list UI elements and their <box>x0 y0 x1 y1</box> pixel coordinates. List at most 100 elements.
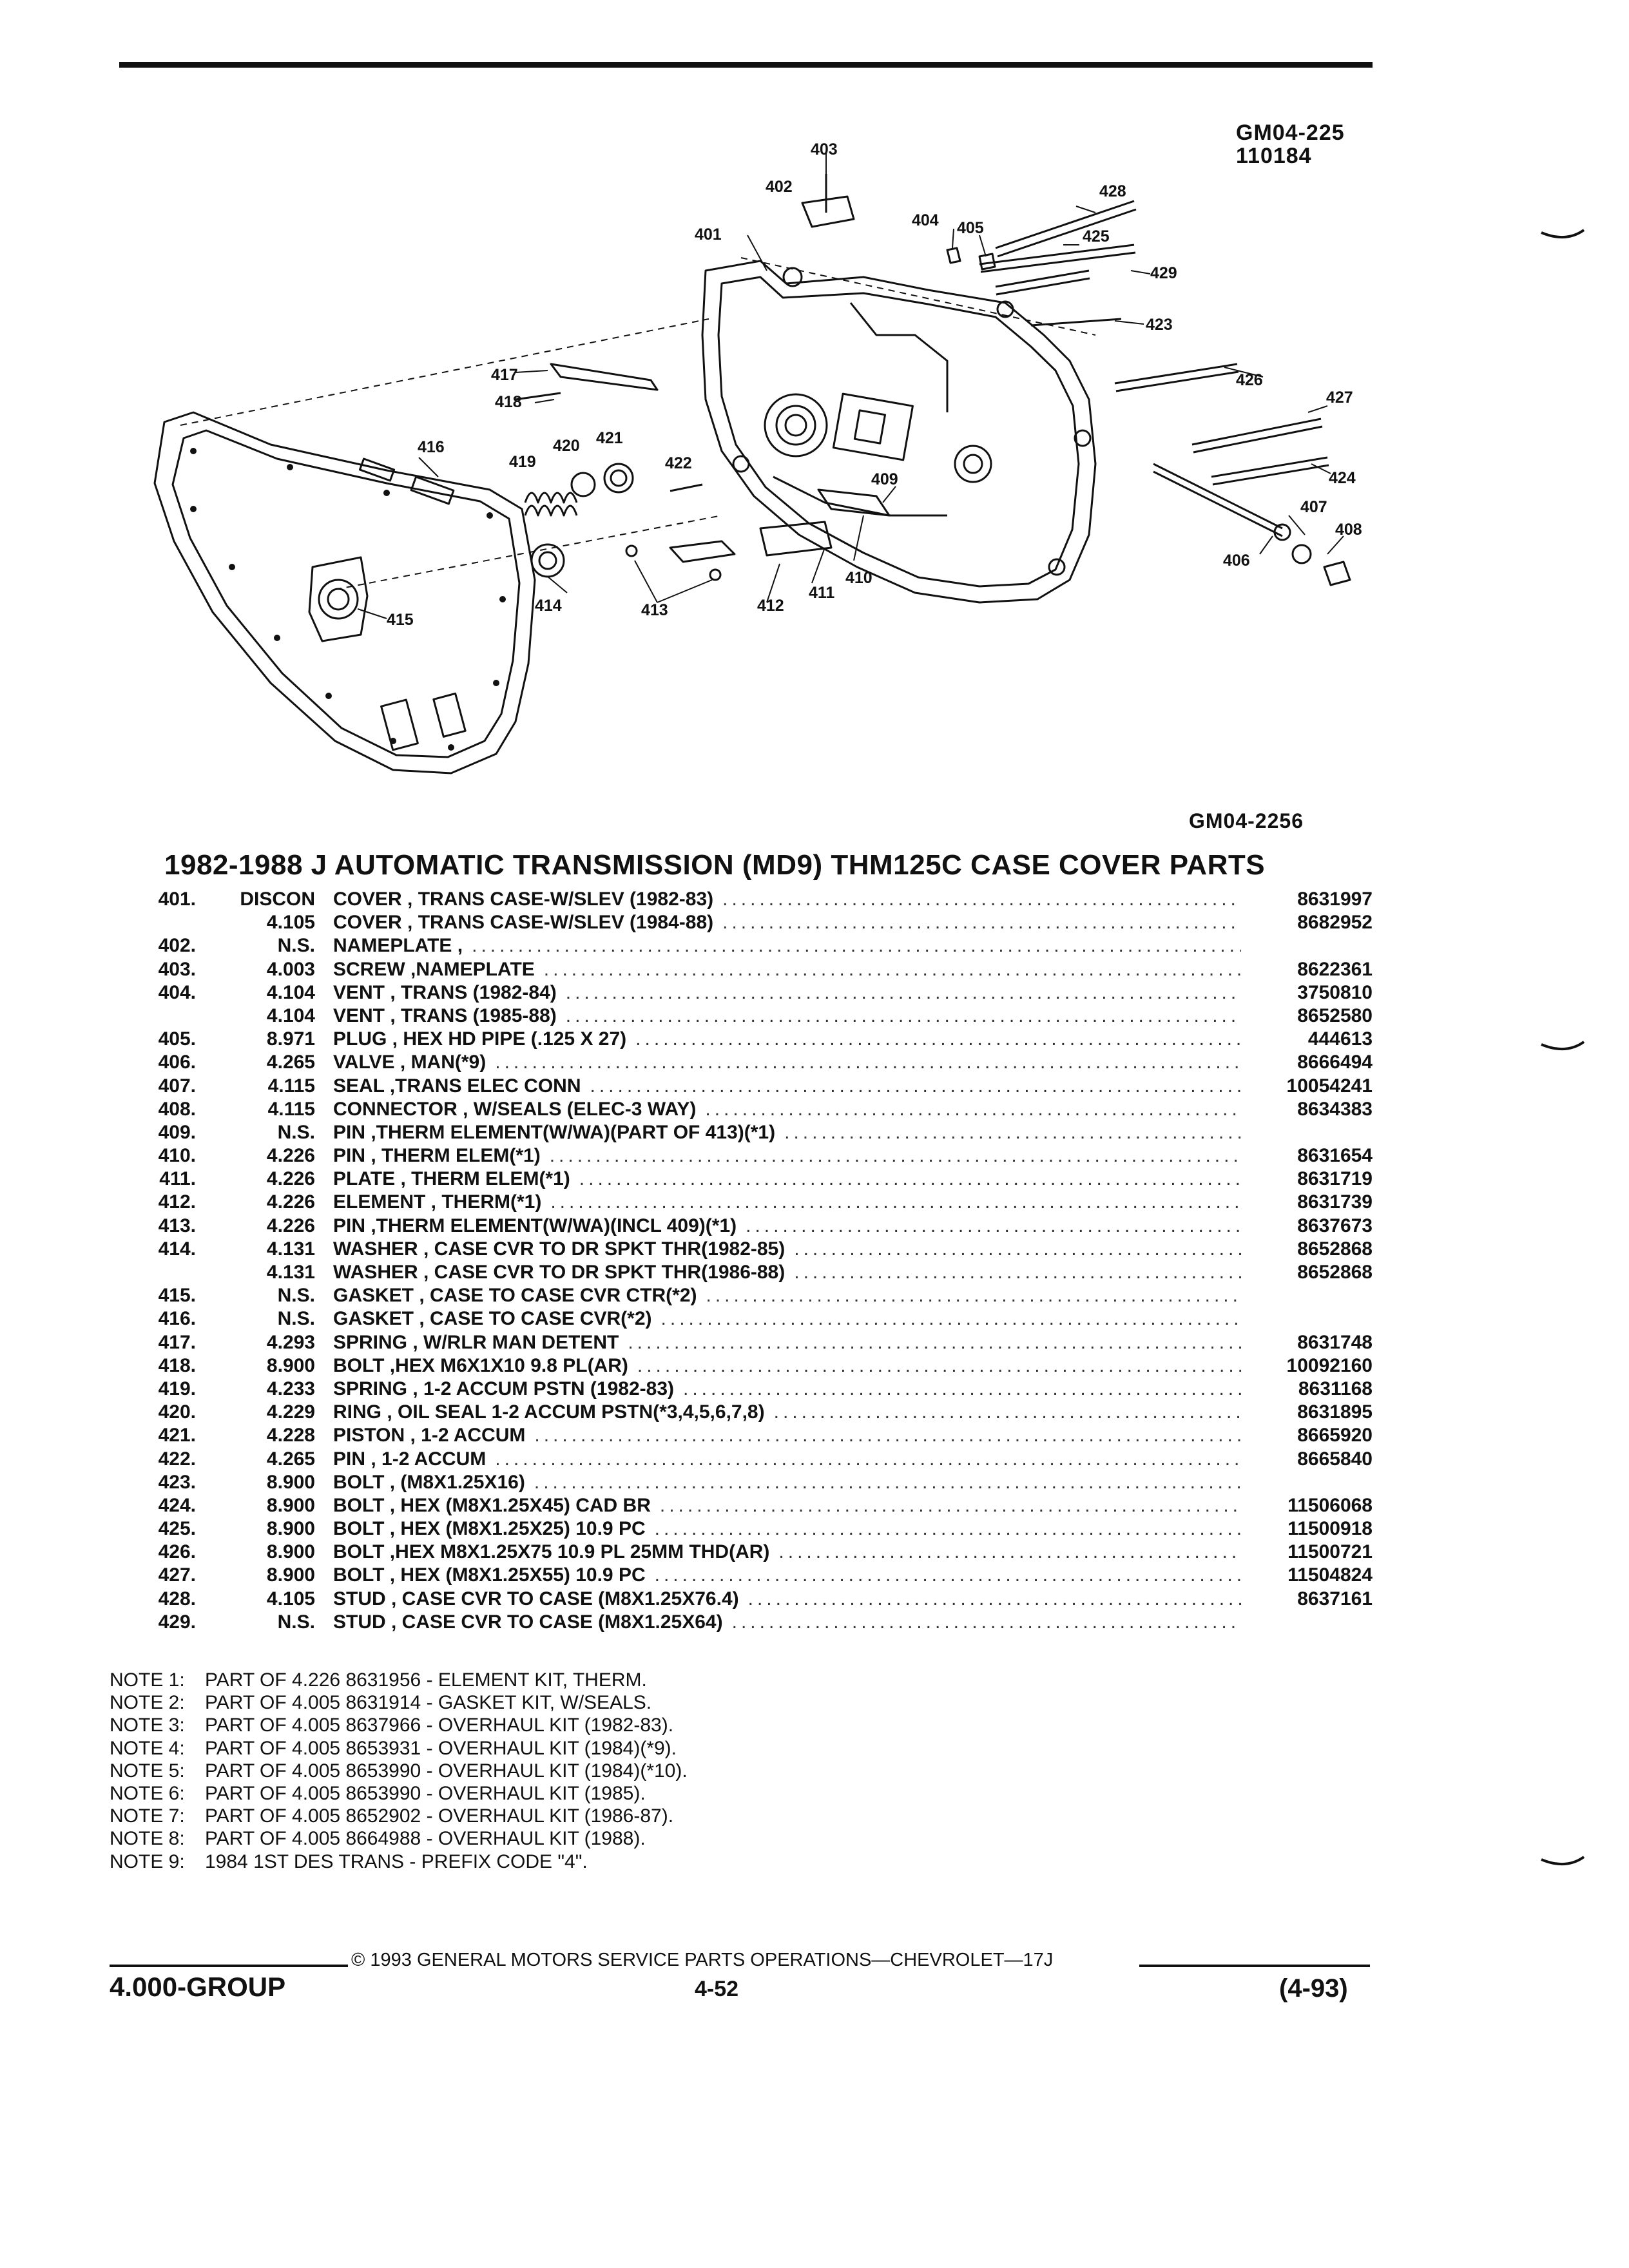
part-description: BOLT ,HEX M8X1.25X75 10.9 PL 25MM THD(AR… <box>333 1541 770 1563</box>
dot-leader <box>683 1378 1241 1401</box>
note-text: PART OF 4.005 8653931 - OVERHAUL KIT (19… <box>205 1737 677 1759</box>
catalog-group: 4.104 <box>266 981 315 1003</box>
dot-leader <box>794 1238 1241 1261</box>
catalog-group: 4.226 <box>266 1191 315 1213</box>
part-description: PIN , THERM ELEM(*1) <box>333 1145 541 1167</box>
figure-code-line: GM04-225 <box>1236 120 1345 145</box>
part-description: SPRING , 1-2 ACCUM PSTN (1982-83) <box>333 1378 675 1399</box>
part-description: SCREW ,NAMEPLATE <box>333 958 535 980</box>
dot-leader <box>705 1098 1241 1121</box>
catalog-group: N.S. <box>277 935 315 957</box>
part-description: PISTON , 1-2 ACCUM <box>333 1425 526 1446</box>
note-row: NOTE 3:PART OF 4.005 8637966 - OVERHAUL … <box>110 1714 688 1736</box>
part-description: SEAL ,TRANS ELEC CONN <box>333 1075 581 1097</box>
item-number: 427. <box>158 1564 196 1586</box>
item-number: 405. <box>158 1028 196 1050</box>
catalog-group: N.S. <box>277 1285 315 1307</box>
part-number: 8637161 <box>1297 1588 1373 1610</box>
item-number: 429. <box>158 1611 196 1633</box>
dot-leader <box>550 1144 1241 1168</box>
figure-code-bottom: GM04-2256 <box>1189 809 1304 832</box>
footer-rule-right <box>1139 1965 1370 1967</box>
callout-418: 418 <box>495 393 522 411</box>
item-number: 409. <box>158 1121 196 1143</box>
catalog-group: 4.131 <box>266 1238 315 1260</box>
callout-408: 408 <box>1335 521 1362 539</box>
part-number: 8665920 <box>1297 1425 1373 1446</box>
item-number: 401. <box>158 889 196 910</box>
part-description: BOLT ,HEX M6X1X10 9.8 PL(AR) <box>333 1354 628 1376</box>
part-number: 8665840 <box>1297 1448 1373 1470</box>
part-number: 8631168 <box>1298 1378 1373 1399</box>
catalog-group: 4.003 <box>266 958 315 980</box>
part-description: BOLT , HEX (M8X1.25X45) CAD BR <box>333 1494 651 1516</box>
dot-leader <box>566 981 1241 1004</box>
dot-leader <box>746 1215 1241 1238</box>
case-cover-outline <box>701 260 1097 604</box>
callout-428: 428 <box>1099 182 1126 200</box>
part-description: STUD , CASE CVR TO CASE (M8X1.25X64) <box>333 1611 723 1633</box>
note-label: NOTE 1: <box>110 1669 185 1691</box>
catalog-group: 4.105 <box>266 1588 315 1610</box>
note-row: NOTE 4:PART OF 4.005 8653931 - OVERHAUL … <box>110 1737 688 1760</box>
callout-423: 423 <box>1146 316 1173 334</box>
notes-list: NOTE 1:PART OF 4.226 8631956 - ELEMENT K… <box>110 1669 688 1873</box>
item-number: 418. <box>158 1354 196 1376</box>
part-description: COVER , TRANS CASE-W/SLEV (1984-88) <box>333 912 714 934</box>
callout-422: 422 <box>665 454 692 472</box>
callout-407: 407 <box>1300 498 1327 516</box>
dot-leader <box>637 1354 1241 1378</box>
callout-419: 419 <box>509 453 536 471</box>
part-number: 10054241 <box>1286 1075 1373 1097</box>
callout-416: 416 <box>418 438 445 456</box>
item-number: 411. <box>159 1168 196 1190</box>
catalog-group: 4.104 <box>266 1004 315 1026</box>
dot-leader <box>495 1448 1241 1471</box>
callout-401: 401 <box>695 226 722 244</box>
parts-row: 415.N.S.GASKET , CASE TO CASE CVR CTR(*2… <box>110 1284 1373 1307</box>
catalog-group: 4.265 <box>266 1448 315 1470</box>
callout-424: 424 <box>1329 469 1356 487</box>
callout-412: 412 <box>757 597 784 615</box>
dot-leader <box>544 958 1241 981</box>
item-number: 415. <box>158 1285 196 1307</box>
dot-leader <box>566 1004 1241 1028</box>
note-label: NOTE 8: <box>110 1828 185 1850</box>
part-description: VENT , TRANS (1985-88) <box>333 1004 557 1026</box>
item-number: 402. <box>158 935 196 957</box>
part-description: WASHER , CASE CVR TO DR SPKT THR(1982-85… <box>333 1238 786 1260</box>
part-description: BOLT , HEX (M8X1.25X25) 10.9 PC <box>333 1518 646 1540</box>
catalog-group: 8.971 <box>266 1028 315 1050</box>
part-number: 8666494 <box>1297 1052 1373 1073</box>
note-text: PART OF 4.005 8653990 - OVERHAUL KIT (19… <box>205 1782 646 1804</box>
dot-leader <box>661 1307 1241 1331</box>
dot-leader <box>732 1611 1241 1634</box>
parts-row: 429.N.S.STUD , CASE CVR TO CASE (M8X1.25… <box>110 1611 1373 1634</box>
item-number: 407. <box>158 1075 196 1097</box>
dot-leader <box>748 1588 1241 1611</box>
note-row: NOTE 6:PART OF 4.005 8653990 - OVERHAUL … <box>110 1782 688 1805</box>
callout-421: 421 <box>596 429 623 447</box>
note-text: PART OF 4.005 8664988 - OVERHAUL KIT (19… <box>205 1828 646 1850</box>
part-number: 8631748 <box>1297 1331 1373 1353</box>
top-rule <box>119 62 1373 68</box>
part-number: 8652580 <box>1297 1004 1373 1026</box>
callout-406: 406 <box>1223 552 1250 570</box>
callout-429: 429 <box>1150 264 1177 282</box>
item-number: 417. <box>158 1331 196 1353</box>
parts-row: 402.N.S.NAMEPLATE , <box>110 934 1373 957</box>
item-number: 425. <box>158 1518 196 1540</box>
note-row: NOTE 9:1984 1ST DES TRANS - PREFIX CODE … <box>110 1850 688 1873</box>
part-number: 3750810 <box>1297 981 1373 1003</box>
item-number: 413. <box>158 1215 196 1236</box>
part-description: PIN ,THERM ELEMENT(W/WA)(PART OF 413)(*1… <box>333 1121 776 1143</box>
callout-411: 411 <box>809 584 834 602</box>
